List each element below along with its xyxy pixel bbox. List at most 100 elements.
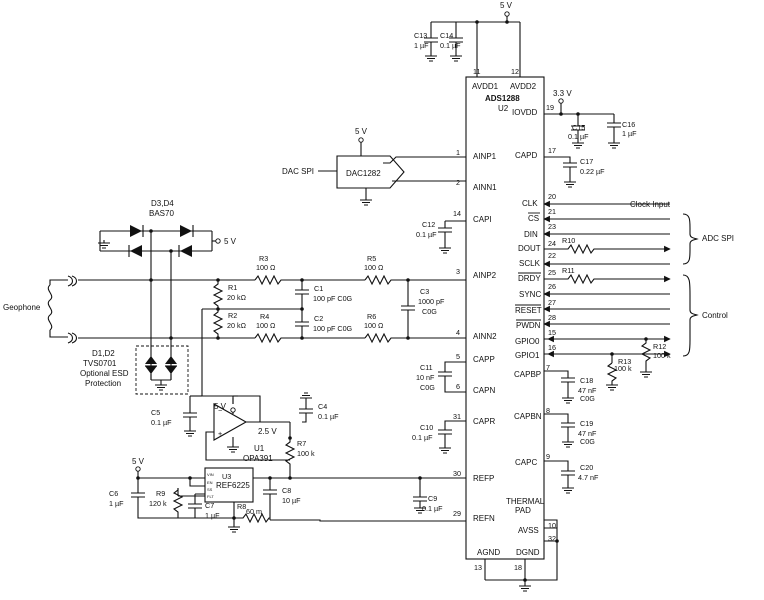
c18-value: 47 nF: [578, 386, 597, 395]
pin-number: 5: [456, 352, 460, 361]
ref6225-block: 5 V U3 REF6225 VIN EN SS FLT C6 1 µF R9 …: [109, 440, 466, 533]
c6-value: 1 µF: [109, 499, 124, 508]
pin-label: CAPP: [473, 355, 495, 364]
ref-pin: VIN: [207, 472, 214, 477]
r7-value: 100 k: [297, 449, 315, 458]
c14-value: 0.1 µF: [440, 41, 461, 50]
pin-label: PWDN: [516, 321, 541, 330]
pin-label: THERMAL: [506, 497, 545, 506]
pin-label: CS: [528, 214, 539, 223]
pin-label: AVDD2: [510, 82, 537, 91]
c18-ref: C18: [580, 376, 593, 385]
pin-label: AGND: [477, 548, 500, 557]
opamp-supply-label: 5 V: [214, 402, 227, 411]
pin-number: 16: [548, 343, 556, 352]
pin-label: DIN: [524, 230, 538, 239]
ref-supply-label: 5 V: [132, 457, 145, 466]
dac-spi-label: DAC SPI: [282, 167, 314, 176]
c3-value2: C0G: [422, 307, 437, 316]
pin-number: 23: [548, 222, 556, 231]
r12-ref: R12: [653, 342, 666, 351]
pin-label: AVSS: [518, 526, 539, 535]
clock-input-label: Clock Input: [630, 200, 671, 209]
pin-label: GPIO1: [515, 351, 540, 360]
c14-ref: C14: [440, 31, 453, 40]
input-filter: R3 100 Ω R5 100 Ω R4 100 Ω R6 100 Ω R1 2…: [201, 254, 466, 404]
bas70-label: BAS70: [149, 209, 174, 218]
pin-label: AINN1: [473, 183, 497, 192]
c12-ref: C12: [422, 220, 435, 229]
pin-label: CAPD: [515, 151, 537, 160]
pin-number: 30: [453, 469, 461, 478]
r7-ref: R7: [297, 439, 306, 448]
d3d4-label: D3,D4: [151, 199, 174, 208]
ref-ref: U3: [222, 472, 231, 481]
c1-ref: C1: [314, 284, 323, 293]
pin-number: 20: [548, 192, 556, 201]
pin-number: 32: [548, 534, 556, 543]
pin-number: 31: [453, 412, 461, 421]
c6-ref: C6: [109, 489, 118, 498]
opamp-plus: +: [218, 429, 222, 438]
esd-protection: D1,D2 TVS0701 Optional ESD Protection: [80, 345, 189, 395]
pin-number: 4: [456, 328, 460, 337]
pin-label: AINP1: [473, 152, 497, 161]
r5-value: 100 Ω: [364, 263, 384, 272]
pin-label: DOUT: [518, 244, 541, 253]
d1d2-label: D1,D2: [92, 349, 115, 358]
c2-value: 100 pF C0G: [313, 324, 353, 333]
pin-label: CAPN: [473, 386, 495, 395]
pin-label: CAPI: [473, 215, 492, 224]
capp-capn-caps: C11 10 nF C0G C10 0.1 µF: [412, 361, 466, 454]
pin-number: 14: [453, 209, 461, 218]
avdd-supply: 5 V C13 1 µF C14 0.1 µF: [414, 1, 521, 77]
pin-number: 28: [548, 313, 556, 322]
diode-supply-label: 5 V: [224, 237, 237, 246]
geophone-label: Geophone: [3, 303, 41, 312]
opamp-ref: U1: [254, 444, 265, 453]
c9-ref: C9: [428, 494, 437, 503]
capi-cap: C12 0.1 µF: [416, 220, 466, 254]
ref-pin: SS: [207, 487, 213, 492]
dac-name: DAC1282: [346, 169, 381, 178]
pin-label: CLK: [522, 199, 538, 208]
iovdd-decoupling: 3.3 V C15 0.1 µF C16 1 µF C17 0.22 µF: [544, 89, 637, 188]
pin-number: 8: [546, 406, 550, 415]
pin-number: 29: [453, 509, 461, 518]
ads1288-ic: ADS1288 U2 AVDD1 AINP1 AINN1 CAPI AINP2 …: [453, 67, 556, 572]
c12-value: 0.1 µF: [416, 230, 437, 239]
c2-ref: C2: [314, 314, 323, 323]
pin-label: PAD: [515, 506, 531, 515]
r13-value: 100 k: [614, 364, 632, 373]
ref-pin: FLT: [207, 494, 214, 499]
pin-number: 7: [546, 363, 550, 372]
ground-rail: [484, 519, 559, 592]
pin-number: 24: [548, 239, 556, 248]
pin-number: 25: [548, 268, 556, 277]
geophone: Geophone: [3, 275, 255, 344]
ref-pin: EN: [207, 480, 213, 485]
c7-value: 1 µF: [205, 511, 220, 520]
r2-ref: R2: [228, 311, 237, 320]
pin-number: 18: [514, 563, 522, 572]
c13-ref: C13: [414, 31, 427, 40]
c10-value: 0.1 µF: [412, 433, 433, 442]
pin-label: CAPR: [473, 417, 495, 426]
r13-ref: R13: [618, 357, 631, 366]
pin-number: 27: [548, 298, 556, 307]
pin-number: 9: [546, 452, 550, 461]
r5-ref: R5: [367, 254, 376, 263]
r10-ref: R10: [562, 236, 575, 245]
c8-value: 10 µF: [282, 496, 301, 505]
c7-ref: C7: [205, 501, 214, 510]
pin-label: DGND: [516, 548, 540, 557]
c1-value: 100 pF C0G: [313, 294, 353, 303]
pin-number: 15: [548, 328, 556, 337]
pin-label: GPIO0: [515, 337, 540, 346]
c3-ref: C3: [420, 287, 429, 296]
pin-number: 26: [548, 282, 556, 291]
vref-25-label: 2.5 V: [258, 427, 277, 436]
pin-label: CAPC: [515, 458, 537, 467]
pin-number: 12: [511, 67, 519, 76]
